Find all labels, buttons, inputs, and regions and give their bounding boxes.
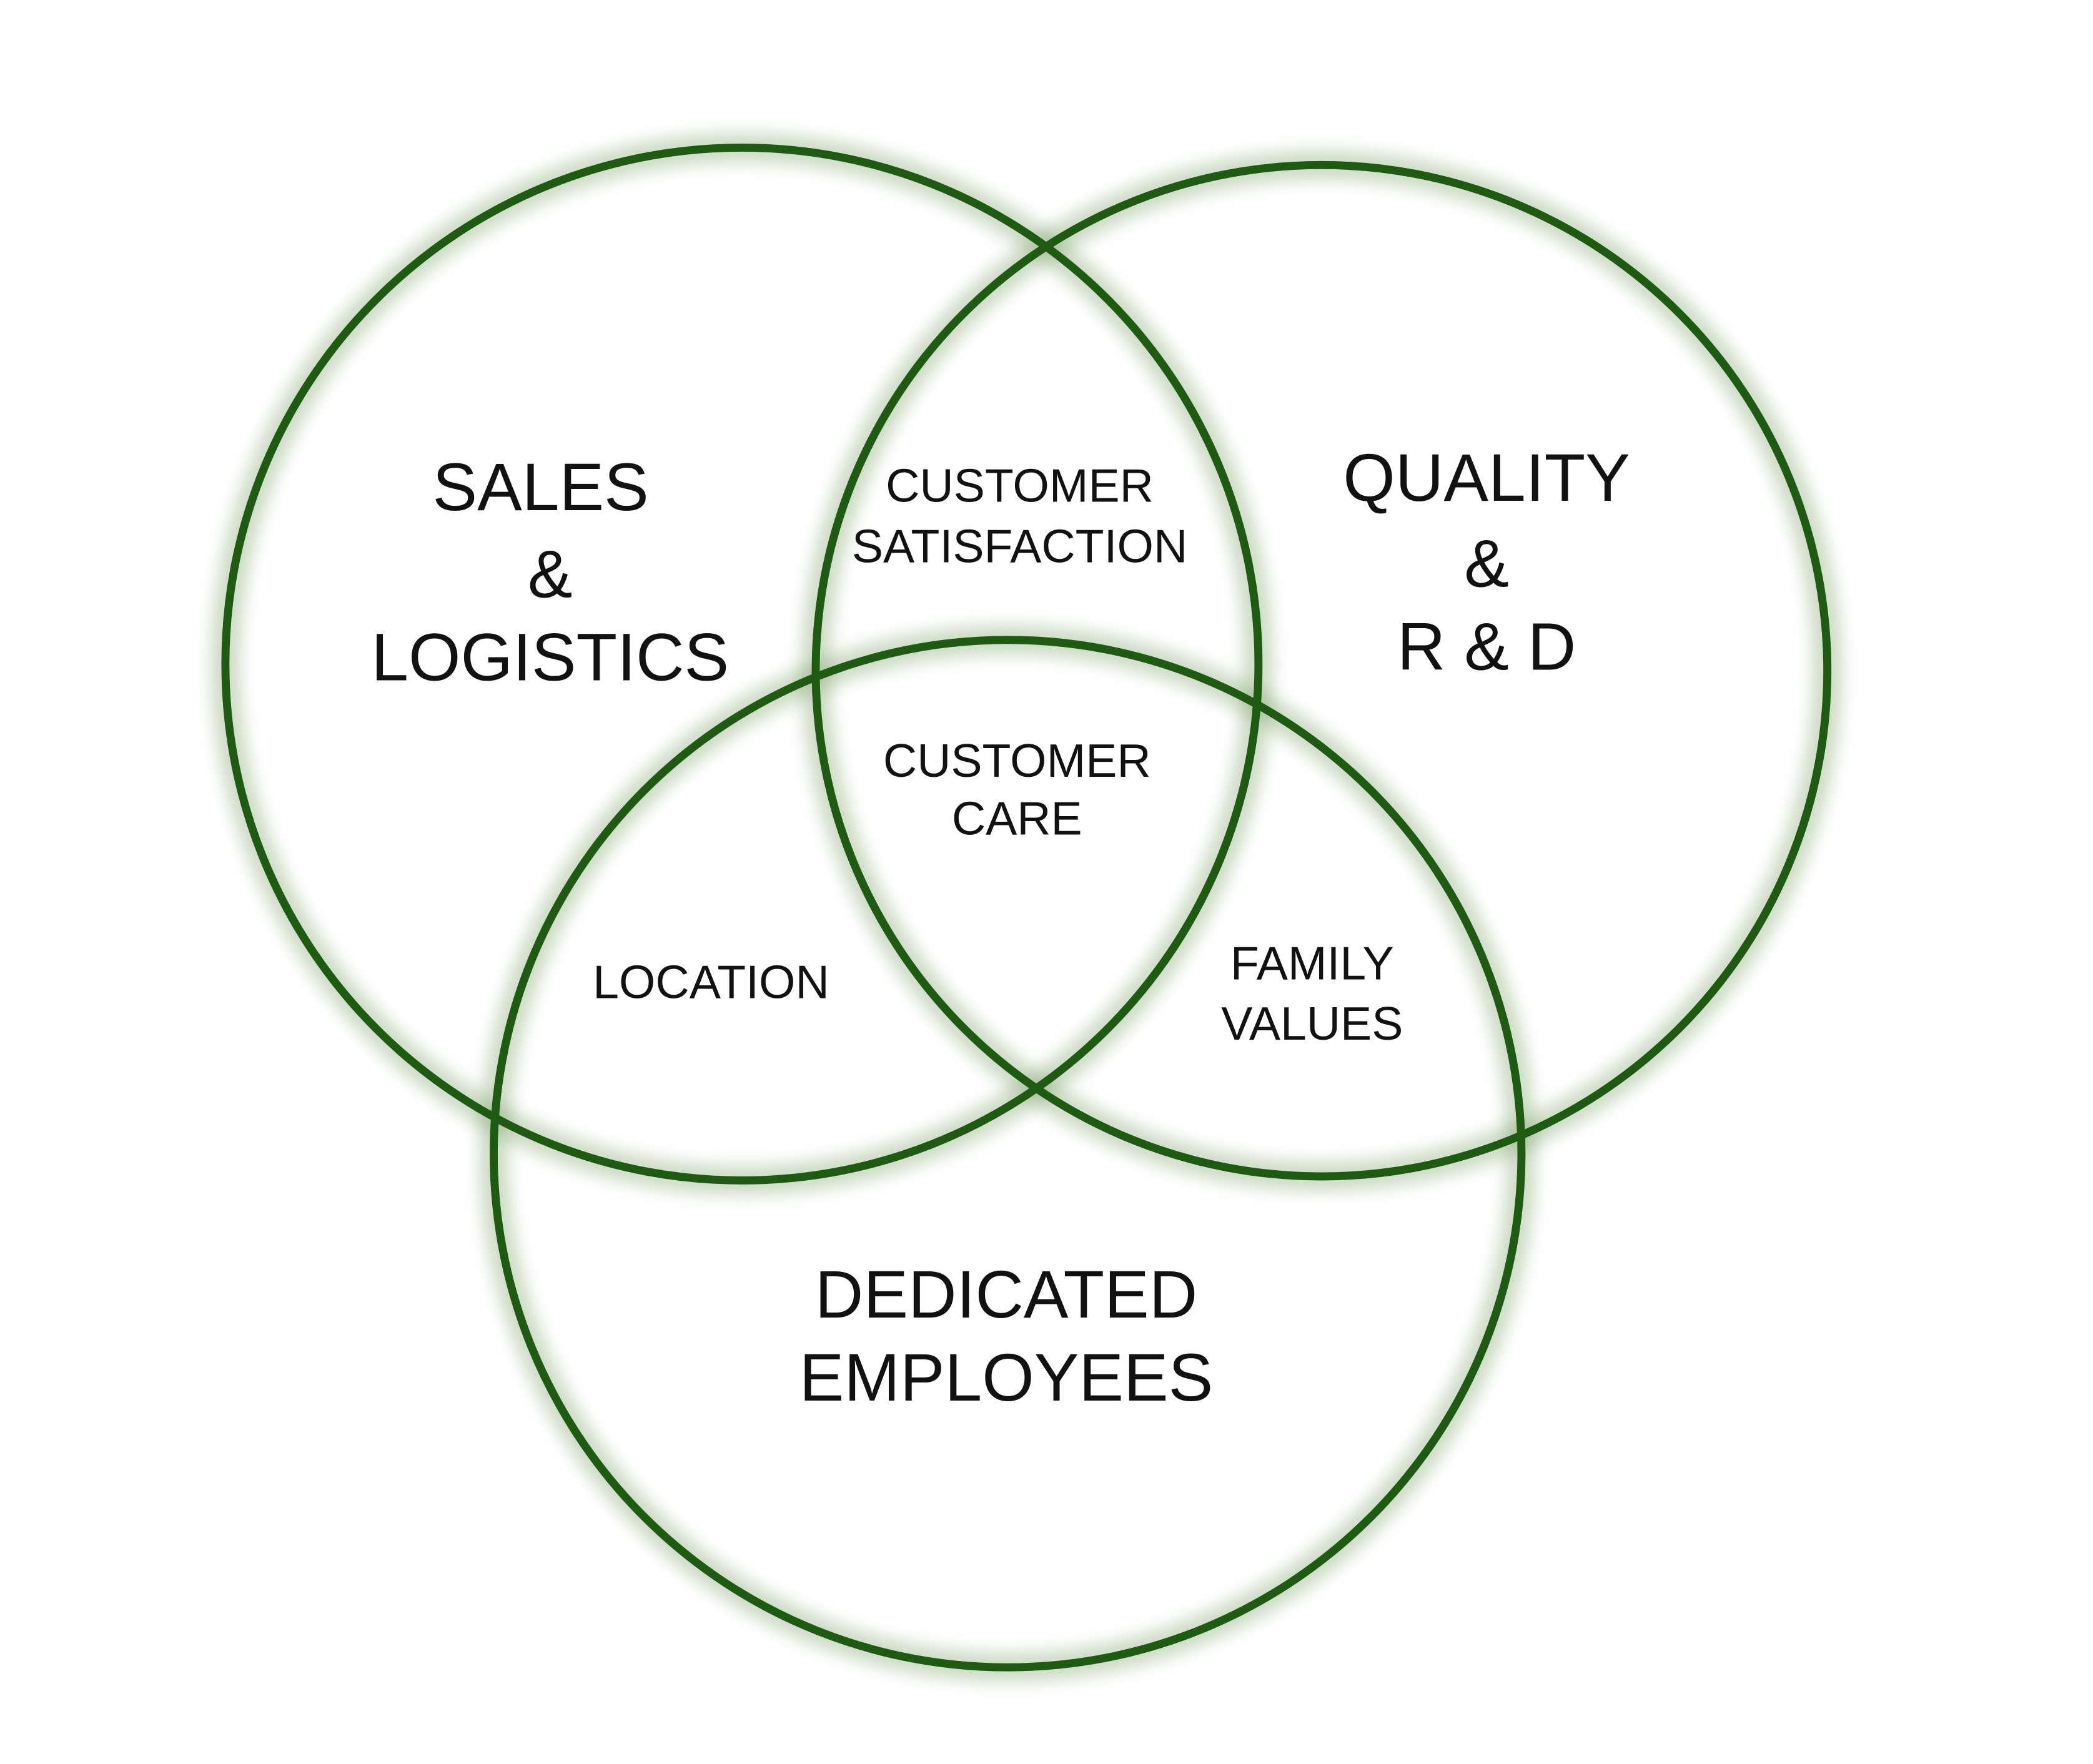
label-line: LOCATION bbox=[593, 956, 829, 1008]
label-line: EMPLOYEES bbox=[799, 1340, 1214, 1415]
label-line: CARE bbox=[952, 792, 1082, 844]
label-line: CUSTOMER bbox=[883, 734, 1151, 787]
circle-dedicated-employees bbox=[490, 636, 1526, 1672]
label-line: SALES bbox=[433, 450, 649, 525]
label-customer-care: CUSTOMER CARE bbox=[883, 734, 1151, 844]
label-line: DEDICATED bbox=[815, 1257, 1198, 1332]
label-line: R & D bbox=[1397, 609, 1576, 684]
label-line: LOGISTICS bbox=[371, 620, 729, 695]
ring-glows bbox=[210, 132, 1843, 1682]
label-quality-rd: QUALITY & R & D bbox=[1343, 440, 1630, 684]
label-line: FAMILY bbox=[1230, 937, 1394, 989]
label-location: LOCATION bbox=[593, 956, 829, 1008]
label-family-values: FAMILY VALUES bbox=[1221, 937, 1403, 1050]
label-line: VALUES bbox=[1221, 997, 1403, 1050]
circle-quality-rd bbox=[811, 160, 1832, 1181]
label-sales-logistics: SALES & LOGISTICS bbox=[371, 450, 729, 695]
label-line: CUSTOMER bbox=[886, 460, 1154, 512]
circle-sales-logistics bbox=[221, 143, 1263, 1185]
label-line: & bbox=[528, 537, 573, 612]
label-customer-satisfaction: CUSTOMER SATISFACTION bbox=[852, 460, 1187, 573]
label-dedicated-employees: DEDICATED EMPLOYEES bbox=[799, 1257, 1214, 1415]
label-line: QUALITY bbox=[1343, 440, 1630, 515]
label-line: & bbox=[1464, 526, 1509, 601]
label-line: SATISFACTION bbox=[852, 520, 1187, 572]
